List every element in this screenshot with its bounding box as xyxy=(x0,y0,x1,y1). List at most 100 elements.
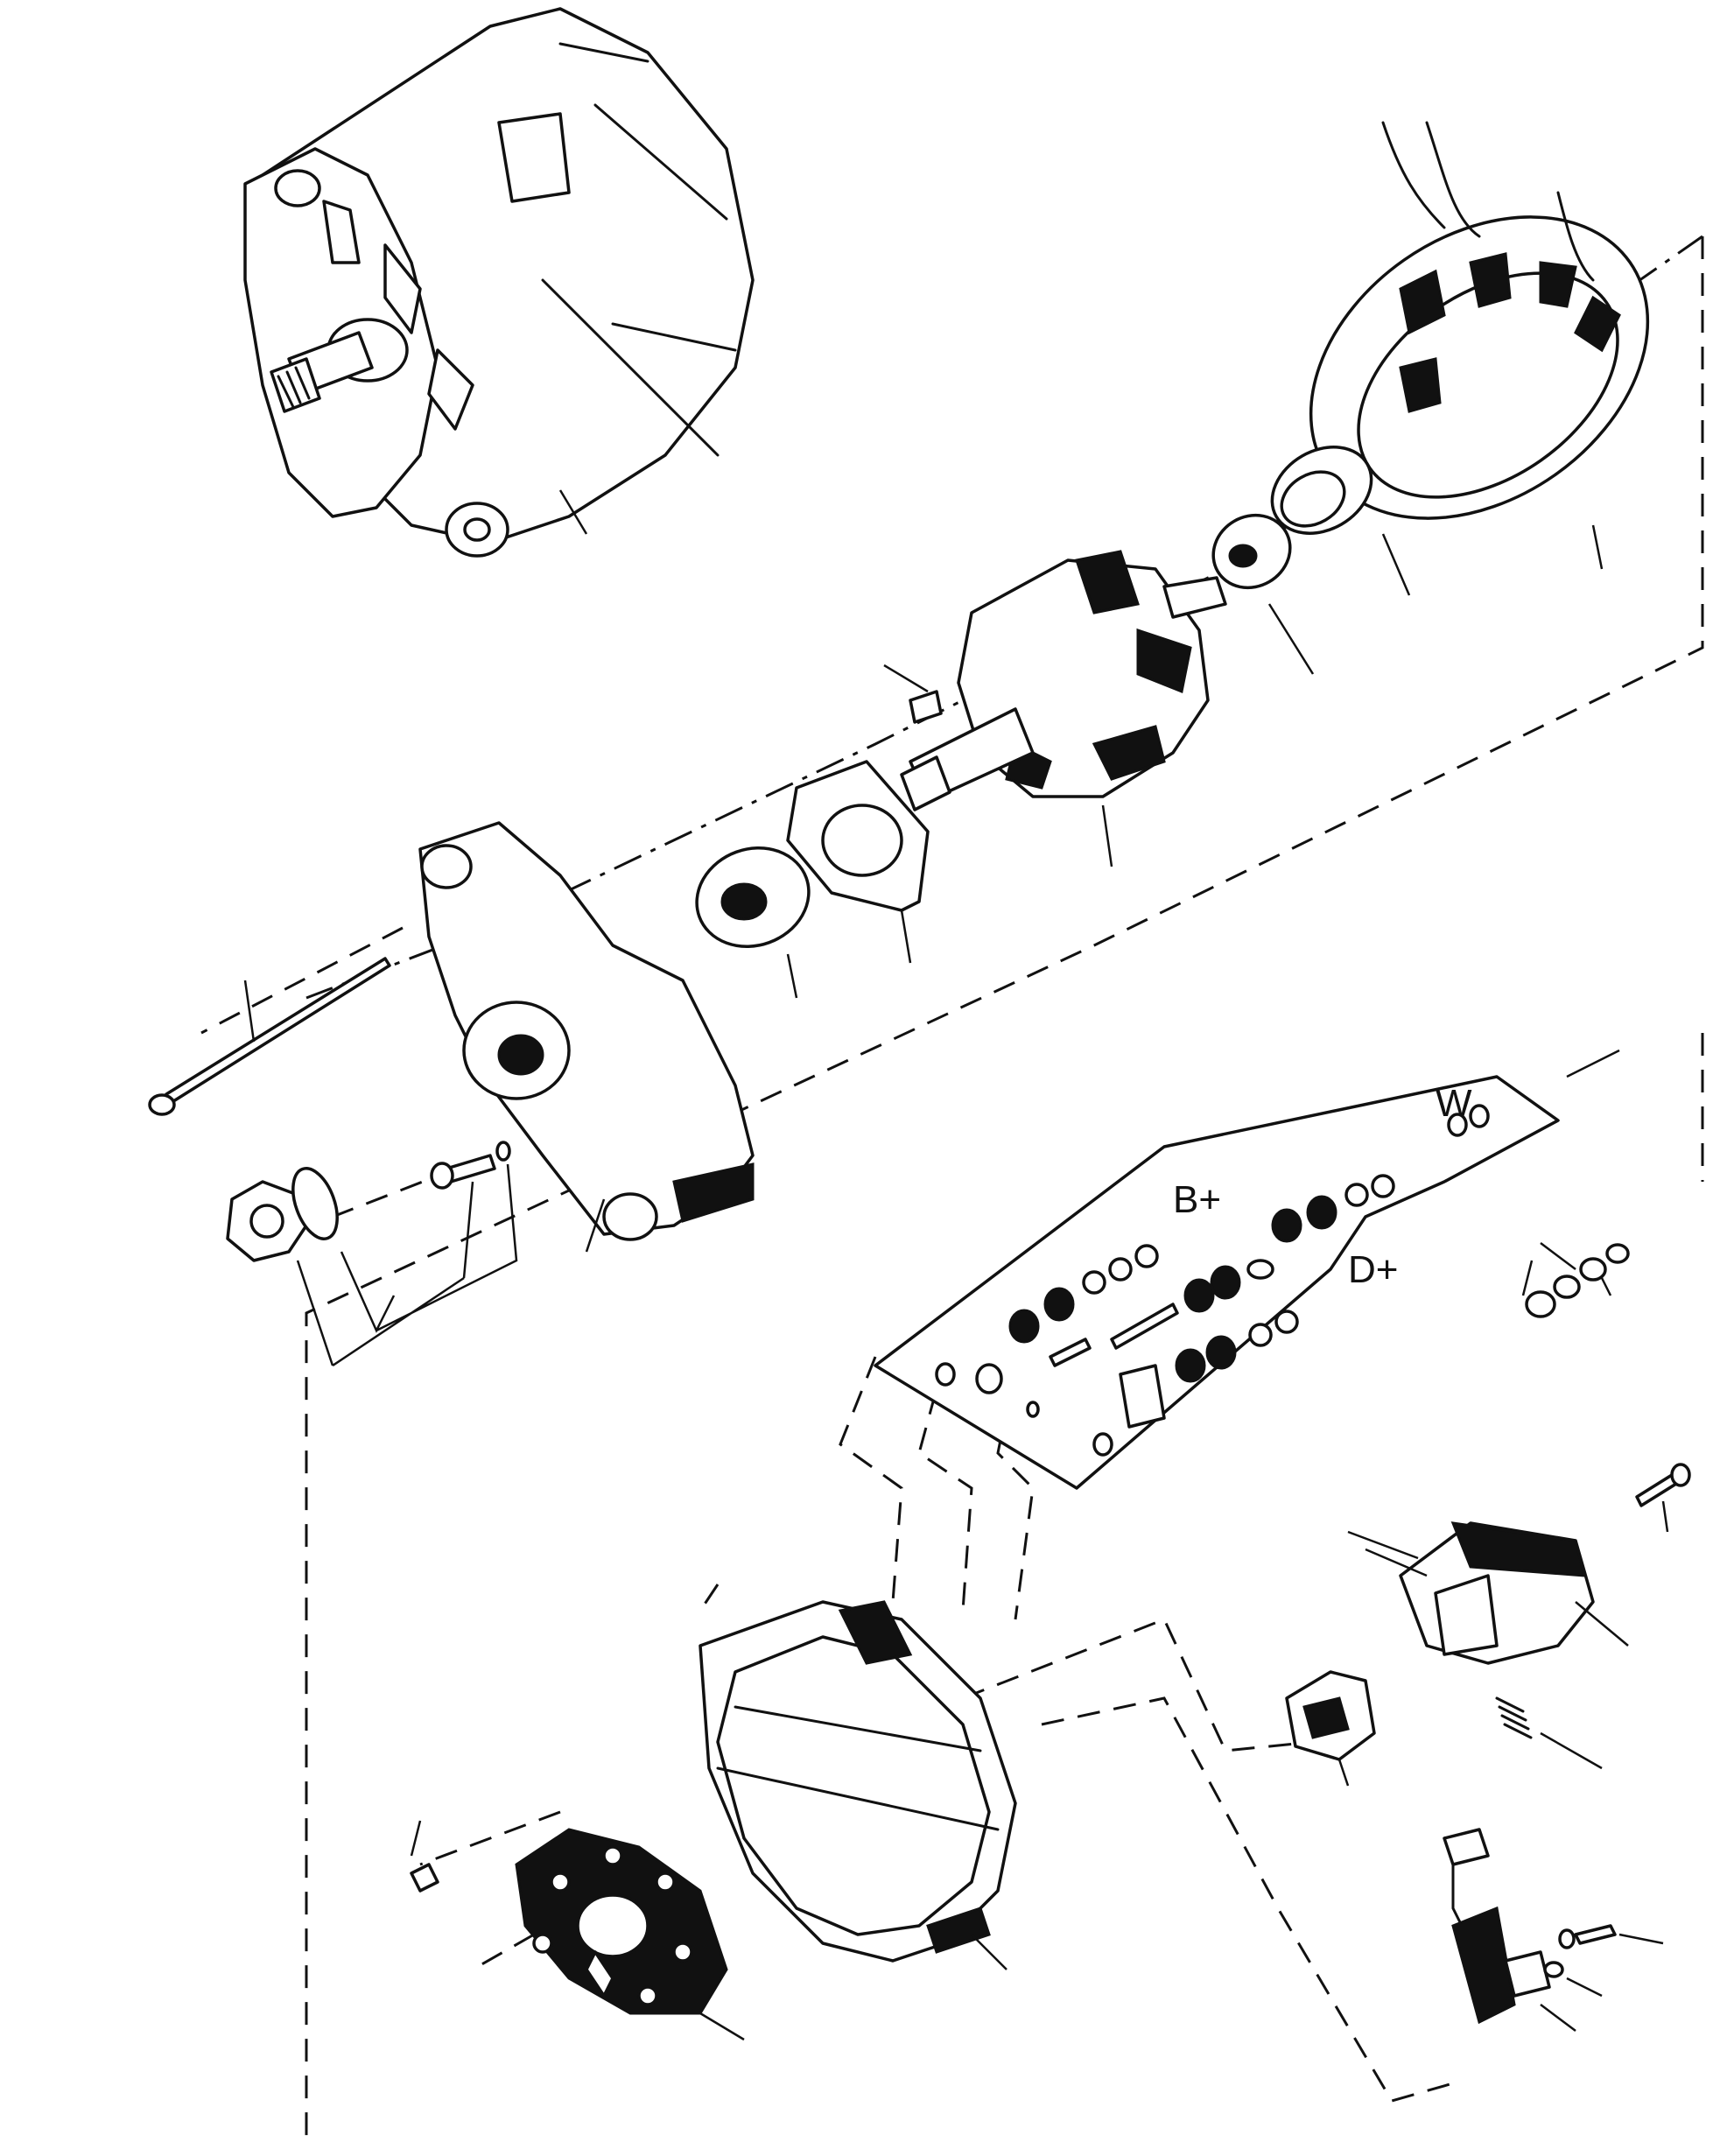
rectifier-lug xyxy=(585,1950,614,1998)
assembly-line-d xyxy=(917,1356,973,1612)
regulator-screw xyxy=(1635,1473,1678,1507)
leader-end-shield xyxy=(585,1198,606,1253)
stator-leads xyxy=(1381,121,1595,282)
b-plus-nut-2 xyxy=(1134,1244,1159,1268)
assembly-line-housing xyxy=(699,1584,720,1612)
slip-ring-end-housing xyxy=(699,1600,1017,1970)
leader-loose-hardware xyxy=(1521,1242,1612,1296)
rotor-rear-shaft xyxy=(1162,576,1227,619)
rear-bearing-bore xyxy=(1228,544,1258,568)
capacitor-screw xyxy=(1574,1924,1617,1945)
pulley-fasteners xyxy=(226,1141,518,1367)
leader-capacitor xyxy=(1540,1933,1664,2032)
suppression-capacitor xyxy=(1443,1828,1664,2032)
rotor-claws xyxy=(1005,550,1192,790)
assembly-line-b xyxy=(839,1356,903,1603)
assembly-line-regulator xyxy=(1041,1696,1454,2103)
b-plus-insulator-2 xyxy=(1043,1287,1075,1322)
diode-4 xyxy=(672,1942,693,1963)
leader-regulator-screw xyxy=(1661,1500,1669,1533)
rectifier-center-terminal xyxy=(576,1893,649,1958)
woodruff-key xyxy=(909,690,943,724)
vent-slot-3 xyxy=(427,348,474,431)
w-washer xyxy=(1344,1183,1369,1207)
lower-pin xyxy=(1049,1338,1092,1367)
leader-terminal-panel xyxy=(1566,1049,1620,1078)
diode-6 xyxy=(637,1985,658,2006)
rotor-threaded-end xyxy=(900,755,951,811)
lower-washer-2 xyxy=(1092,1432,1113,1457)
diode-2 xyxy=(602,1845,623,1866)
front-bearing-group xyxy=(695,760,930,999)
leader-fasteners xyxy=(296,1163,518,1367)
leader-spring xyxy=(1540,1731,1603,1770)
b-plus-nut-1 xyxy=(1108,1257,1133,1282)
lower-washer-1 xyxy=(935,1362,956,1387)
diode-1 xyxy=(550,1872,571,1893)
end-shield-bore xyxy=(497,1034,544,1076)
stator xyxy=(1309,121,1650,570)
through-bolt-shank xyxy=(165,957,391,1105)
d-plus-insulator-1 xyxy=(1183,1278,1215,1313)
leader-regulator xyxy=(1347,1530,1629,1647)
loose-nut-2 xyxy=(1579,1257,1607,1282)
capacitor-body xyxy=(1451,1906,1516,2025)
alternator-housing xyxy=(243,7,755,558)
voltage-regulator xyxy=(1347,1521,1629,1665)
assembly-line-rectifier xyxy=(472,1933,535,1971)
lower-nut-1 xyxy=(1248,1323,1273,1347)
terminal-label-d-plus: D+ xyxy=(1348,1248,1398,1291)
assembly-line-screw xyxy=(419,1810,561,1866)
small-washer xyxy=(495,1141,511,1162)
leader-brush-clip xyxy=(1337,1759,1350,1787)
small-bolt-head xyxy=(430,1162,454,1190)
lock-washer xyxy=(291,1167,339,1240)
terminal-label-b-plus: B+ xyxy=(1173,1178,1221,1221)
spline-teeth xyxy=(277,366,311,409)
vent-slot-1 xyxy=(322,200,361,264)
brush-spring xyxy=(1495,1696,1533,1739)
lower-hardware-row xyxy=(935,1310,1299,1457)
loose-nut-3 xyxy=(1605,1243,1630,1264)
capacitor-wire xyxy=(1451,1863,1464,1928)
leader-bearings xyxy=(1267,533,1411,675)
vent-slot-2 xyxy=(383,243,422,334)
lower-insulator-2 xyxy=(1205,1335,1237,1370)
retainer-plate-bore xyxy=(821,804,903,877)
diode-3 xyxy=(655,1872,676,1893)
bearing-sleeve-bore xyxy=(1280,470,1346,528)
d-plus-insulator-2 xyxy=(1210,1265,1241,1300)
w-terminal-washer xyxy=(1447,1113,1468,1137)
capacitor-bracket xyxy=(1504,1950,1551,1998)
assembly-line-shaft xyxy=(200,926,404,1035)
regulator-brush-holder xyxy=(1434,1574,1499,1656)
rotor-bearings xyxy=(1211,446,1411,675)
loose-nut-1 xyxy=(1553,1275,1581,1299)
regulator-heatsink xyxy=(1450,1521,1586,1577)
capacitor-connector xyxy=(1443,1828,1490,1866)
terminal-hardware-panel: W B+ D+ xyxy=(874,1049,1620,1490)
w-nut xyxy=(1371,1174,1395,1198)
hex-nut-bore xyxy=(249,1204,284,1239)
d-plus-stud xyxy=(1110,1303,1179,1350)
b-plus-insulator-1 xyxy=(1008,1309,1040,1344)
assembly-line-brush xyxy=(962,1618,1314,1752)
capacitor-screw-head xyxy=(1558,1928,1576,1949)
loose-washer-1 xyxy=(1525,1290,1556,1318)
front-bearing-bore xyxy=(720,882,768,921)
b-plus-washer-1 xyxy=(975,1363,1003,1394)
through-bolt-head xyxy=(148,1093,176,1116)
rectifier-plate xyxy=(410,1820,745,2041)
b-plus-hardware-row xyxy=(975,1244,1159,1394)
loose-hardware xyxy=(1521,1242,1691,1533)
rectifier-screw xyxy=(410,1863,439,1893)
d-plus-sleeve xyxy=(1246,1259,1274,1280)
slip-ring-housing-webs xyxy=(716,1705,1000,1831)
b-plus-washer-2 xyxy=(1082,1270,1106,1295)
end-shield-base xyxy=(672,1162,755,1223)
leader-rotor xyxy=(883,664,1113,867)
assembly-line-nut xyxy=(332,1154,491,1218)
regulator-screw-head xyxy=(1670,1463,1691,1487)
